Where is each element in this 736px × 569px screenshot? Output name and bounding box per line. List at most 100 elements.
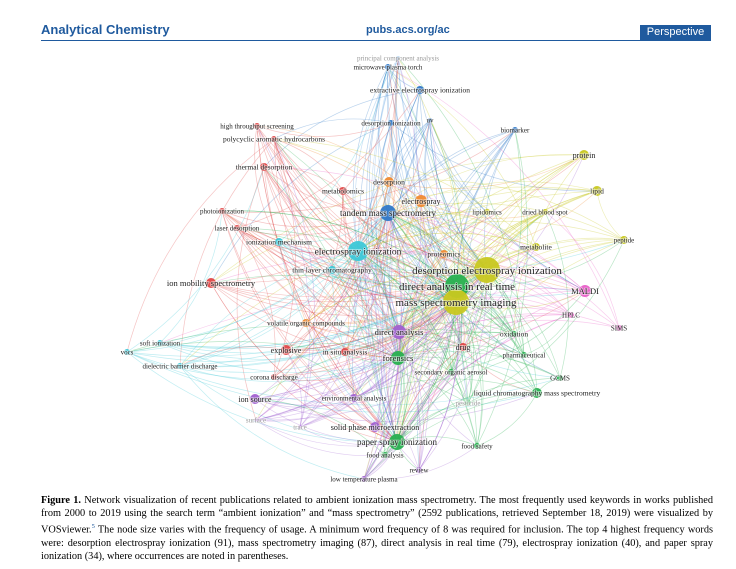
node-in-situ-analysis — [341, 348, 349, 356]
network-edge — [462, 314, 572, 348]
network-edge — [256, 125, 398, 443]
label-direct-analysis: direct analysis — [375, 327, 424, 337]
network-edge — [273, 138, 445, 255]
label-dielectric-barrier-discharge: dielectric barrier discharge — [143, 362, 218, 370]
network-edge — [179, 212, 389, 367]
network-edge — [544, 211, 569, 379]
network-edge — [476, 392, 538, 447]
network-edge — [285, 349, 302, 428]
network-edge — [210, 282, 398, 443]
network-edge — [179, 285, 458, 368]
network-edge — [366, 66, 399, 359]
network-edge — [363, 57, 422, 480]
network-edge — [398, 211, 546, 333]
network-edge — [254, 301, 457, 400]
network-edge — [429, 119, 488, 271]
network-edge — [263, 89, 421, 168]
network-edge — [387, 212, 515, 335]
network-edge — [236, 227, 457, 303]
network-edge — [398, 306, 572, 333]
network-edge — [397, 357, 469, 404]
network-edge — [255, 301, 457, 421]
network-edge — [263, 166, 398, 443]
caption-reference[interactable]: 5 — [91, 523, 95, 531]
network-edge — [126, 351, 538, 413]
network-edge — [273, 138, 398, 443]
network-edge — [331, 269, 457, 304]
network-edge — [544, 211, 620, 329]
network-edge — [397, 211, 546, 359]
network-edge — [210, 154, 585, 284]
network-edge — [354, 57, 399, 252]
network-edge — [456, 129, 516, 287]
network-edge — [397, 57, 515, 335]
network-edge — [357, 211, 488, 252]
network-edge — [254, 250, 359, 400]
label-drug: drug — [456, 343, 471, 352]
network-edge — [236, 227, 458, 288]
network-edge — [357, 232, 537, 252]
network-edge — [305, 322, 400, 337]
network-edge — [387, 212, 464, 348]
network-edge — [388, 181, 586, 292]
network-edge — [397, 57, 459, 303]
network-edge — [387, 212, 586, 292]
label-environmental-analysis: environmental analysis — [322, 394, 387, 402]
label-thin-layer-chromatography: thin layer chromatography — [292, 266, 372, 275]
label-lipidomics: lipidomics — [472, 208, 502, 216]
network-edge — [278, 241, 458, 288]
node-desorption-electrospray-ionization — [474, 257, 500, 283]
node-soft-ionization — [157, 340, 163, 346]
network-edge — [254, 357, 399, 400]
network-edge — [513, 154, 585, 335]
network-edge — [456, 190, 598, 287]
journal-url[interactable]: pubs.acs.org/ac — [366, 24, 450, 36]
network-edge — [397, 356, 538, 394]
node-secondary-organic-aerosol — [448, 369, 454, 375]
network-edge — [357, 246, 488, 271]
network-edge — [357, 250, 399, 359]
network-edge — [256, 125, 400, 333]
label-electrospray: electrospray — [401, 197, 440, 206]
network-edge — [429, 119, 465, 373]
node-food-analysis — [382, 452, 388, 458]
network-edge — [387, 212, 538, 394]
network-edge — [299, 269, 488, 428]
network-edge — [397, 331, 515, 359]
network-edge — [387, 212, 430, 471]
node-high-throughput-screening — [254, 123, 260, 129]
network-edge — [254, 371, 452, 407]
network-edge — [210, 274, 515, 335]
node-biomarker — [512, 127, 518, 133]
network-edge — [387, 212, 414, 443]
network-edge — [486, 269, 561, 379]
network-edge — [256, 125, 458, 287]
label-principal-component-analysis: principal component analysis — [357, 54, 439, 62]
label-laser-desorption: laser desorption — [215, 224, 260, 232]
network-edge — [387, 66, 458, 287]
network-edge — [388, 181, 457, 303]
network-edge — [396, 314, 572, 443]
node-direct-analysis — [392, 325, 406, 339]
network-edge — [486, 190, 598, 271]
network-edge — [236, 89, 421, 229]
network-edge — [305, 322, 399, 359]
network-edge — [273, 138, 399, 359]
network-edge — [363, 331, 401, 480]
journal-title[interactable]: Analytical Chemistry — [41, 22, 170, 37]
network-edge — [342, 190, 457, 303]
label-surface: surface — [246, 416, 266, 424]
network-edge — [390, 122, 488, 271]
network-edge — [263, 166, 400, 333]
node-maldi — [579, 285, 591, 297]
label-biomarker: biomarker — [501, 126, 530, 134]
node-metabolomics — [339, 187, 347, 195]
network-edge — [523, 314, 572, 356]
network-edge — [374, 212, 402, 428]
node-paper-spray-ionization — [389, 434, 405, 450]
network-edge — [210, 122, 392, 284]
network-edge — [443, 190, 598, 255]
node-sims — [616, 325, 622, 331]
network-edge — [357, 232, 537, 252]
